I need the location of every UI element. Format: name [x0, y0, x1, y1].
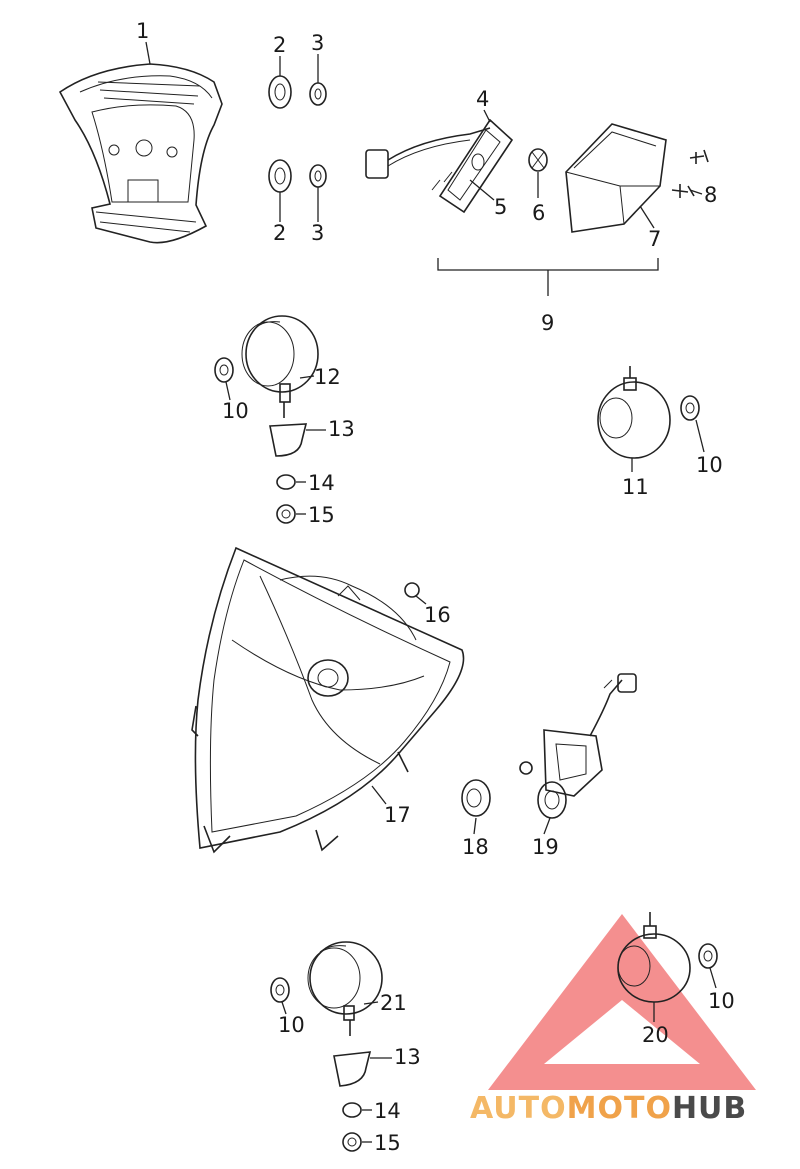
part-12-turn-signal [241, 315, 319, 418]
part-17-headlight [191, 546, 465, 854]
label-10-b: 10 [696, 453, 723, 477]
part-8-screws [671, 149, 709, 198]
label-20: 20 [642, 1023, 669, 1047]
part-5-bracket-plate [431, 118, 514, 214]
label-3-bottom: 3 [311, 221, 324, 245]
part-21-turn-signal [307, 941, 383, 1036]
part-14-washer-b [342, 1102, 362, 1118]
label-5: 5 [494, 195, 507, 219]
watermark-text-moto: MOTO [567, 1091, 672, 1126]
watermark-logo [488, 914, 756, 1090]
part-11-turn-signal [597, 366, 671, 459]
label-15-b: 15 [374, 1131, 401, 1155]
part-10-nut-a [214, 357, 234, 383]
part-4-wire-connector [365, 127, 491, 179]
label-9: 9 [541, 311, 554, 335]
part-16-clip [404, 582, 420, 598]
part-2-nut-top [268, 75, 292, 109]
part-14-washer-a [276, 474, 296, 490]
watermark-triangle [488, 914, 756, 1090]
part-15-nut-b [342, 1132, 362, 1152]
label-14-b: 14 [374, 1099, 401, 1123]
part-18-bulb [461, 779, 491, 817]
label-4: 4 [476, 87, 489, 111]
label-2-bottom: 2 [273, 221, 286, 245]
part-2-nut-bottom [268, 159, 292, 193]
part-3-washer-top [309, 82, 327, 106]
label-1: 1 [136, 19, 149, 43]
label-15-a: 15 [308, 503, 335, 527]
label-10-d: 10 [708, 989, 735, 1013]
label-10-a: 10 [222, 399, 249, 423]
label-10-c: 10 [278, 1013, 305, 1037]
label-8: 8 [704, 183, 717, 207]
label-14-a: 14 [308, 471, 335, 495]
label-3-top: 3 [311, 31, 324, 55]
part-13-bulb-socket-a [269, 423, 308, 457]
label-13-a: 13 [328, 417, 355, 441]
part-10-nut-b [680, 395, 700, 421]
label-11: 11 [622, 475, 649, 499]
part-7-lens [565, 123, 667, 233]
label-18: 18 [462, 835, 489, 859]
watermark-text: AUTOMOTOHUB [470, 1091, 747, 1126]
part-13-bulb-socket-b [333, 1051, 372, 1087]
label-17: 17 [384, 803, 411, 827]
watermark-text-auto: AUTO [470, 1091, 567, 1126]
label-7: 7 [648, 227, 661, 251]
part-3-washer-bottom [309, 164, 327, 188]
part-10-nut-c [270, 977, 290, 1003]
label-13-b: 13 [394, 1045, 421, 1069]
label-19: 19 [532, 835, 559, 859]
label-21: 21 [380, 991, 407, 1015]
part-19-socket-harness [519, 673, 637, 819]
label-16: 16 [424, 603, 451, 627]
label-12: 12 [314, 365, 341, 389]
bracket-9 [437, 258, 659, 271]
label-6: 6 [532, 201, 545, 225]
watermark-text-hub: HUB [672, 1091, 747, 1126]
part-15-nut-a [276, 504, 296, 524]
part-10-nut-d [698, 943, 718, 969]
part-1-cover [58, 63, 223, 244]
part-6-bulb [528, 148, 548, 172]
label-2-top: 2 [273, 33, 286, 57]
